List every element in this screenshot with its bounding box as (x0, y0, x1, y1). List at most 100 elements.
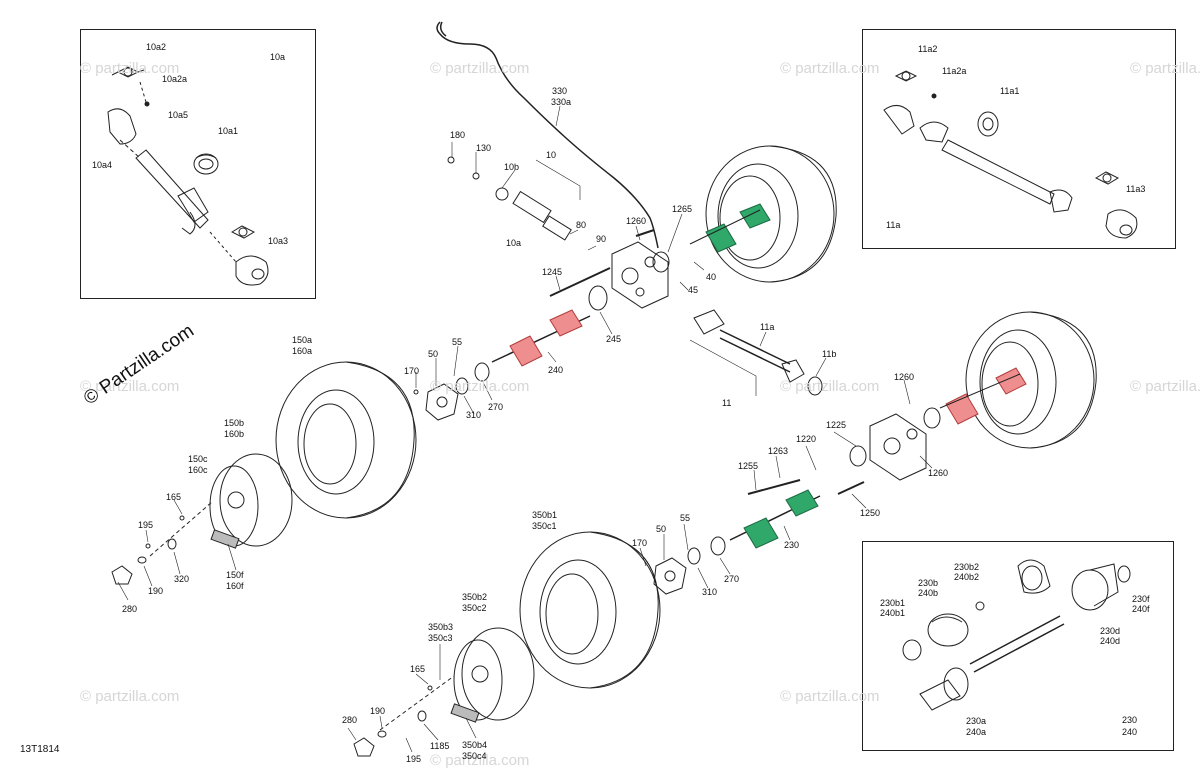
callout-label: 10a2a (162, 74, 188, 84)
callout-label: 1260 (626, 216, 647, 226)
boot-11a1-icon (977, 111, 999, 137)
callout-label: 1250 (860, 508, 881, 518)
hub-50-icon (425, 383, 459, 421)
callout-label: 10 (546, 150, 557, 160)
callout-label: 150c (188, 454, 208, 464)
callout-label: 130 (476, 143, 492, 153)
callout-label: 10a4 (92, 160, 113, 170)
tire-front-left-icon (275, 361, 417, 519)
callout-label: 245 (606, 334, 622, 344)
nut-230b2-icon (975, 601, 985, 611)
driveshaft-11a-icon (883, 105, 1073, 213)
watermark: © partzilla.com (1130, 60, 1200, 77)
callout-label: 160f (226, 581, 244, 591)
callout-label: 1265 (672, 204, 693, 214)
seal-rear-right-icon (923, 407, 941, 429)
watermark: © partzilla.com (80, 688, 180, 705)
watermark: © partzilla.com (780, 60, 880, 77)
callout-label: 240b1 (880, 608, 906, 618)
callout-label: 10a5 (168, 110, 189, 120)
tire-rear-left-icon (519, 531, 661, 689)
watermark: © partzilla.com (430, 752, 530, 769)
callout-label: 11a2 (918, 44, 938, 54)
seal-310-rear-icon (687, 547, 701, 565)
inset-box-11a (862, 29, 1176, 249)
seal-245-icon (588, 285, 608, 311)
watermark: © partzilla.com (780, 688, 880, 705)
callout-label: 1255 (738, 461, 759, 471)
rim-front-left-icon (209, 453, 293, 549)
inset-box-230 (862, 541, 1174, 751)
callout-label: 350c4 (462, 751, 487, 761)
lug-165-rear-icon (427, 685, 433, 691)
diagram-code: 13T1814 (20, 744, 60, 755)
drive-axle-240-icon (491, 309, 591, 367)
callout-label: 90 (596, 234, 607, 244)
nut-190-icon (137, 556, 147, 564)
rear-differential-icon (869, 413, 927, 481)
callout-label: 195 (406, 754, 422, 764)
callout-label: 230b (918, 578, 939, 588)
inset-title-230: 230 (1122, 715, 1138, 725)
callout-label: 1260 (894, 372, 915, 382)
cv-joint-230d-icon (1071, 563, 1119, 611)
watermark: © partzilla.com (430, 378, 530, 395)
seal-1265-icon (652, 251, 670, 273)
clamp-230f-icon (1117, 565, 1131, 583)
callout-label: 55 (680, 513, 691, 523)
callout-label: 350c3 (428, 633, 453, 643)
inset-title-10a: 10a (270, 52, 286, 62)
callout-label: 230b1 (880, 598, 906, 608)
callout-label: 1260 (928, 468, 949, 478)
lug-165-icon (179, 515, 185, 521)
callout-label: 230b2 (954, 562, 980, 572)
rim-rear-left-icon (450, 627, 535, 723)
callout-label: 320 (174, 574, 190, 584)
washer-320-icon (167, 538, 177, 550)
callout-label: 10a1 (218, 126, 239, 136)
callout-label: 310 (466, 410, 482, 420)
callout-label: 10a3 (268, 236, 289, 246)
hub-50-rear-icon (653, 557, 687, 595)
callout-label: 10a2 (146, 42, 167, 52)
callout-label: 280 (122, 604, 138, 614)
nut-190-rear-icon (377, 730, 387, 738)
cross-11a2-icon (894, 70, 918, 82)
callout-label: 310 (702, 587, 718, 597)
callout-label: 180 (450, 130, 466, 140)
callout-label: 270 (724, 574, 740, 584)
seal-310-icon (455, 377, 469, 395)
watermark: © partzilla.com (1130, 378, 1200, 395)
watermark: © partzilla.com (430, 60, 530, 77)
cv-boot-230b-lower-icon (927, 613, 969, 647)
callout-label: 10a (506, 238, 522, 248)
bearing-270-rear-icon (710, 536, 726, 556)
callout-label: 45 (688, 285, 699, 295)
callout-label: 170 (632, 538, 648, 548)
callout-label: 240b2 (954, 572, 980, 582)
callout-label: 165 (166, 492, 182, 502)
callout-label: 230 (784, 540, 800, 550)
cross-11a3-icon (1094, 171, 1120, 185)
callout-label: 230a (966, 716, 987, 726)
callout-label: 330a (551, 97, 572, 107)
callout-label: 1220 (796, 434, 817, 444)
drive-axle-rear-right-icon (939, 367, 1027, 425)
callout-label: 160c (188, 465, 208, 475)
callout-label: 240d (1100, 636, 1121, 646)
callout-label: 350b1 (532, 510, 558, 520)
callout-label: 11a3 (1126, 184, 1146, 194)
seal-11b-icon (807, 376, 823, 396)
callout-label: 170 (404, 366, 420, 376)
yoke-11a3-icon (1105, 209, 1138, 239)
callout-label: 11a1 (1000, 86, 1020, 96)
callout-label: 10b (504, 162, 520, 172)
washer-1185-rear-icon (417, 710, 427, 722)
cv-boot-230b-icon (1017, 559, 1051, 594)
callout-label: 165 (410, 664, 426, 674)
callout-label: 230f (1132, 594, 1150, 604)
callout-label: 50 (428, 349, 439, 359)
grease-fitting-11a2a-icon (931, 93, 937, 99)
brake-line-330-icon (436, 21, 659, 249)
